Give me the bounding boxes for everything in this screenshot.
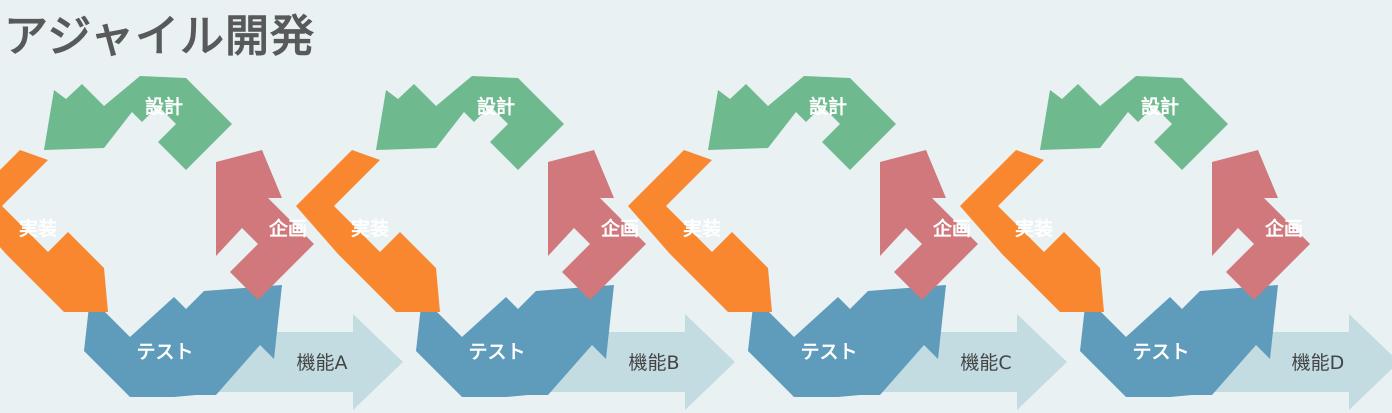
implement-label: 実装 <box>351 217 389 240</box>
test-arrow <box>748 285 946 397</box>
cycle-2: 機能B テスト 実装 企画 設計 <box>296 76 735 410</box>
cycle-3: 機能C テスト 実装 企画 設計 <box>628 76 1067 410</box>
cycle-1: 機能A テスト 実装 企画 設計 <box>0 76 403 410</box>
design-arrow <box>1040 76 1228 170</box>
plan-label: 企画 <box>932 217 971 240</box>
test-arrow <box>1080 285 1278 397</box>
design-label: 設計 <box>477 95 515 118</box>
plan-arrow <box>216 150 314 300</box>
test-label: テスト <box>1132 341 1189 363</box>
feature-label: 機能A <box>297 352 348 374</box>
implement-arrow <box>960 150 1104 312</box>
design-label: 設計 <box>809 95 847 118</box>
test-label: テスト <box>800 341 857 363</box>
implement-arrow <box>0 150 108 312</box>
design-arrow <box>708 76 896 170</box>
feature-label: 機能C <box>960 352 1011 374</box>
test-arrow <box>84 285 282 397</box>
implement-label: 実装 <box>1015 217 1053 240</box>
implement-arrow <box>628 150 772 312</box>
implement-arrow <box>296 150 440 312</box>
test-label: テスト <box>468 341 525 363</box>
page-title: アジャイル開発 <box>4 11 316 62</box>
feature-label: 機能D <box>1292 352 1345 374</box>
plan-arrow <box>548 150 646 300</box>
feature-label: 機能B <box>628 352 679 374</box>
plan-label: 企画 <box>1264 217 1303 240</box>
plan-label: 企画 <box>268 217 307 240</box>
plan-label: 企画 <box>600 217 639 240</box>
design-arrow <box>376 76 564 170</box>
implement-label: 実装 <box>19 217 57 240</box>
implement-label: 実装 <box>683 217 721 240</box>
design-arrow <box>44 76 232 170</box>
design-label: 設計 <box>145 95 183 118</box>
cycle-4: 機能D テスト 実装 企画 設計 <box>960 76 1392 410</box>
test-label: テスト <box>136 341 193 363</box>
plan-arrow <box>880 150 978 300</box>
test-arrow <box>416 285 614 397</box>
plan-arrow <box>1212 150 1310 300</box>
design-label: 設計 <box>1141 95 1179 118</box>
